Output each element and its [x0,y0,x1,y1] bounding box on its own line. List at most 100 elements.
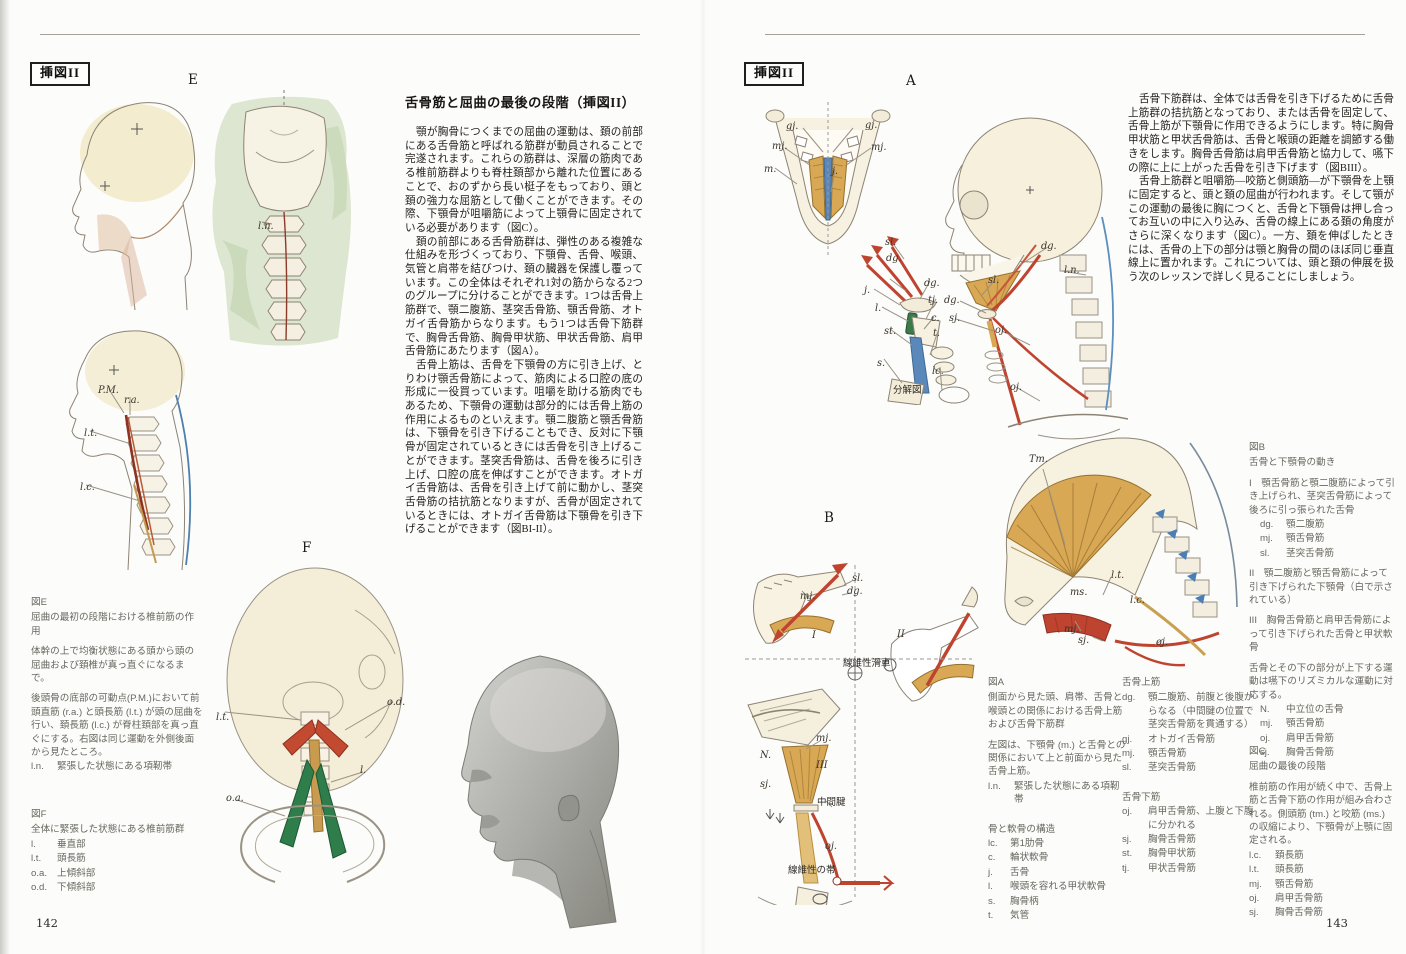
scan-edge-shading [0,0,10,954]
legend-item-key: mj. [1260,718,1273,730]
caption-figure-c: 図C 屈曲の最後の段階 椎前筋の作用が続く中で、舌骨上筋と舌骨下筋の作用が組み合… [1249,745,1397,920]
legend-item-key: sj. [1122,834,1132,846]
legend-item: o.a. 上傾斜部 [31,867,203,880]
figure-a-skull-neck-drawing [945,117,1129,440]
figure-label: tj. [928,295,939,306]
legend-item-key: o.d. [31,882,48,894]
page-gutter [700,0,706,954]
legend-item: dg.顎二腹筋 [1260,518,1397,531]
caption-a-heading: 図A [988,677,1004,688]
legend-item: l. 垂直部 [31,838,203,851]
caption-a-body1: 側面から見た頭、肩帯、舌骨と喉頭との関係における舌骨上筋および舌骨下筋群 [988,692,1123,731]
legend-item: dg.顎二腹筋、前腹と後腹からなる（中間腱の位置で茎突舌骨筋を貫通する） [1122,691,1260,731]
legend-item-key: N. [1260,703,1270,715]
legend-item-label: 肩甲舌骨筋、上腹と下腹に分かれる [1148,806,1254,831]
figure-label: gj. [865,120,878,131]
figure-label: l.n. [1064,265,1080,276]
legend-item-label: 茎突舌骨筋 [1148,762,1196,774]
legend-item-label: 顎舌骨筋 [1286,718,1325,730]
legend-item: oj.肩甲舌骨筋 [1249,892,1397,905]
caption-b-para1: I 顎舌骨筋と顎二腹筋によって引き上げられ、茎突舌骨筋によって後ろに引っ張られた… [1249,477,1395,516]
legend-item-key: sl. [1260,547,1270,559]
figure-label: o.a. [226,793,244,804]
figure-label: sl. [988,275,1000,286]
figure-e-flexion-profile-drawing [69,330,192,570]
legend-item: t.気管 [988,909,1126,922]
figure-letter-f: F [302,540,312,556]
figure-label: mj. [800,591,816,602]
figure-label: N. [760,750,772,761]
legend-item-key: l.c. [1249,849,1262,861]
legend-item: N.中立位の舌骨 [1260,703,1397,716]
caption-hyoid-muscle-legend: 舌骨上筋 dg.顎二腹筋、前腹と後腹からなる（中間腱の位置で茎突舌骨筋を貫通する… [1122,676,1260,875]
figure-label: gj. [786,121,799,132]
legend-item: sl.茎突舌骨筋 [1122,761,1260,774]
legend-item: l.c.頚長筋 [1249,849,1397,862]
figure-label: 中間腱 [817,797,846,808]
caption-c-heading: 図C [1249,746,1266,757]
figure-label: mj. [816,733,832,744]
legend-item-label: 肩甲舌骨筋 [1286,732,1334,744]
legend-item-key: l.t. [1249,864,1260,876]
legend-item-label: 緊張した状態にある項靭帯 [1014,780,1120,806]
legend-item-label: 頭長筋 [1275,864,1304,876]
legend-item-label: 舌骨 [1010,866,1030,878]
figure-label: l.t. [1111,570,1125,581]
article-paragraph-2: 頚の前部にある舌骨筋群は、弾性のある複雑な仕組みを形づくっており、下顎骨、舌骨、… [405,236,643,358]
legend-item-label: 輪状軟骨 [1010,852,1049,864]
legend-item: gj.オトガイ舌骨筋 [1122,733,1260,746]
legend-item: sl. 茎突舌骨筋 [1260,547,1397,560]
figure-b-hyoid-mandible-mechanics-drawing [745,563,979,905]
figure-label: Tm. [1029,454,1048,465]
figure-label: oj. [1010,382,1023,393]
caption-b-para2: II 顎二腹筋と顎舌骨筋によって引き下げられた下顎骨（白で示されている） [1249,568,1393,607]
legend-item: j.舌骨 [988,866,1126,879]
legend-item-label: 下傾斜部 [57,882,96,894]
figure-label: l.n. [258,221,274,232]
caption-infrahyoid-subhead: 舌骨下筋 [1122,791,1161,803]
left-article: 舌骨筋と屈曲の最後の段階（挿図II） 顎が胸骨につくまでの屈曲の運動は、頚の前部… [405,92,643,537]
legend-item-label: 顎舌骨筋 [1275,878,1314,890]
legend-item-key: l.t. [31,853,42,865]
caption-c-subheading: 屈曲の最後の段階 [1249,761,1326,773]
legend-item-key: oj. [1260,732,1271,744]
figure-label: dg. [944,295,960,306]
figure-label: sj. [1078,635,1090,646]
legend-item-key: mj. [1249,878,1262,890]
graphite-bowed-head-drawing [461,655,620,929]
figure-c-flexed-head-drawing [1004,437,1238,667]
legend-item: sj.胸骨舌骨筋 [1249,906,1397,919]
legend-item-label: 緊張した状態にある項靭帯 [57,761,173,773]
figure-label: r.a. [124,395,140,406]
legend-item-key: sj. [1260,747,1270,759]
figure-e-posterior-skull-drawing [212,90,351,346]
legend-item: c.輪状軟骨 [988,851,1126,864]
figure-letter-e: E [188,72,198,88]
figure-label: o.d. [387,697,406,708]
legend-item-label: 胸骨舌骨筋 [1275,907,1323,919]
figure-a-hyoid-larynx-drawing [861,236,970,405]
figure-label: s. [877,358,886,369]
figure-label: I [812,630,816,641]
legend-item-label: 顎舌骨筋 [1286,533,1325,545]
legend-item-key: l. [988,881,993,893]
legend-item-label: 茎突舌骨筋 [1286,547,1334,559]
caption-e-heading: 図E [31,597,47,608]
figure-label: sl. [885,237,897,248]
legend-item-key: t. [988,910,994,922]
figure-a-mandible-drawing [765,102,891,256]
figure-label: mj. [1064,624,1080,635]
caption-figure-e: 図E 屈曲の最初の段階における椎前筋の作用 体幹の上で均衡状態にある頭から頭の屈… [31,596,203,774]
legend-item: sj.胸骨舌骨筋 [1260,746,1397,759]
right-page-top-rule [765,34,1365,35]
figure-label: lc. [932,366,944,377]
legend-item-key: lc. [988,838,998,850]
right-article: 舌骨下筋群は、全体では舌骨を引き下げるために舌骨上筋群の拮抗筋となっており、また… [1128,93,1394,285]
figure-label: 線維性の帯 [788,865,836,876]
caption-suprahyoid-subhead: 舌骨上筋 [1122,677,1161,688]
figure-label: oj. [1156,637,1169,648]
right-plate-label: 挿図II [744,62,805,86]
figure-label: dg. [924,278,940,289]
legend-item-key: mj. [1260,533,1273,545]
figure-label: dg. [886,253,902,264]
